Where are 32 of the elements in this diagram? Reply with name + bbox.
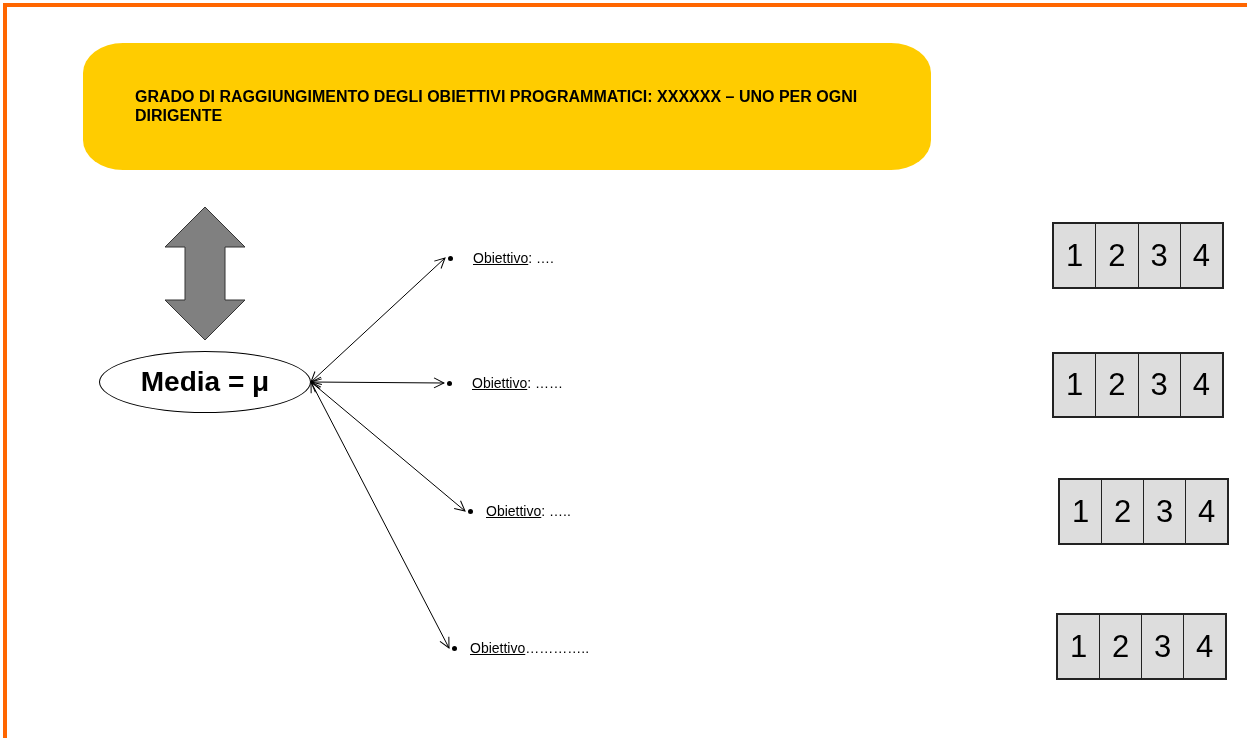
rating-scale — [1056, 613, 1227, 680]
scale-cell: 4 — [1185, 480, 1227, 543]
objective-text: Obiettivo………….. — [470, 640, 590, 656]
scale-cell: 4 — [1179, 354, 1222, 416]
scale-cell: 4 — [1183, 615, 1225, 678]
scale-cell: 2 — [1101, 480, 1143, 543]
block-arrow — [164, 206, 246, 341]
title-banner — [83, 43, 931, 170]
arrow — [310, 381, 466, 512]
scale-cell: 3 — [1137, 224, 1180, 287]
scale-cell: 3 — [1137, 354, 1180, 416]
arrow — [310, 376, 445, 389]
scale-cell-text: 1 — [1065, 366, 1085, 404]
scale-cell: 3 — [1141, 615, 1183, 678]
scale-cell-text: 1 — [1068, 627, 1089, 666]
scale-cell: 2 — [1095, 354, 1138, 416]
objective-text: Obiettivo: ….. — [486, 503, 571, 519]
rating-scale — [1052, 222, 1224, 289]
scale-cell: 3 — [1143, 480, 1185, 543]
scale-cell: 2 — [1099, 615, 1141, 678]
rating-scale — [1058, 478, 1229, 545]
banner-heading: GRADO DI RAGGIUNGIMENTO DEGLI OBIETTIVI PROGRAMMATICI: XXXXXX – UNO PER OGNI DIRIGENTE — [135, 87, 859, 125]
scale-cell: 4 — [1179, 224, 1222, 287]
scale-cell-text: 1 — [1065, 236, 1085, 275]
objective-text: Obiettivo: …. — [473, 250, 554, 266]
arrow — [310, 381, 450, 649]
arrow — [310, 257, 446, 383]
scale-cell: 2 — [1095, 224, 1138, 287]
objective-text: Obiettivo: …… — [472, 375, 564, 391]
ellipse-label: Media = μ — [140, 366, 270, 398]
scale-cell-text: 1 — [1070, 492, 1091, 531]
rating-scale — [1052, 352, 1224, 418]
